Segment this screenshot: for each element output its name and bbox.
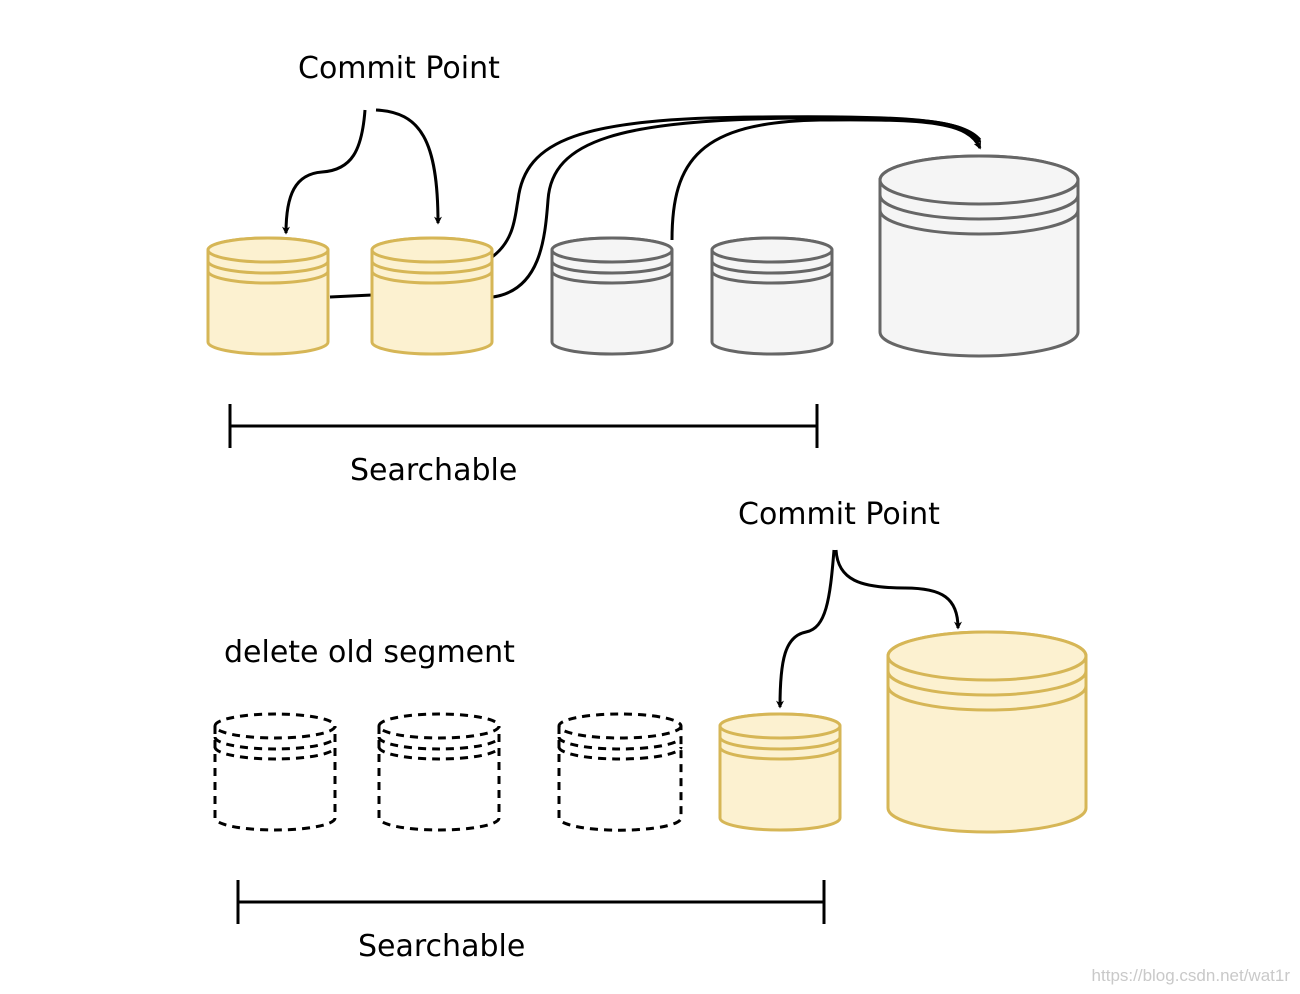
commit-arrows-top: [282, 108, 442, 235]
watermark-text: https://blog.csdn.net/wat1r: [1092, 966, 1291, 985]
commit-point-bottom-label: Commit Point: [738, 497, 940, 532]
commit-arrow-to-new-seg: [776, 549, 836, 709]
searchable-bracket-top: [228, 404, 819, 448]
segment-cylinder-uncommitted: [550, 236, 674, 356]
merge-connectors: [329, 115, 982, 299]
connector-seg1-seg2: [329, 293, 373, 299]
segment-cylinder-uncommitted: [710, 236, 834, 356]
commit-arrow-to-merged-seg: [834, 549, 962, 630]
deleted-segment-cylinder: [377, 712, 501, 832]
commit-arrows-bottom: [776, 549, 962, 709]
segment-cylinder-committed: [206, 236, 330, 356]
searchable-bracket-bottom: [236, 880, 826, 924]
deleted-segment-cylinder: [557, 712, 683, 832]
searchable-bottom-label: Searchable: [358, 929, 525, 964]
commit-point-top-label: Commit Point: [298, 51, 500, 86]
commit-arrow-to-seg1: [282, 109, 367, 235]
segment-cylinder-committed: [370, 236, 494, 356]
merged-segment-cylinder-committed: [886, 630, 1088, 834]
merged-segment-cylinder-uncommitted: [878, 154, 1080, 358]
searchable-top-label: Searchable: [350, 453, 517, 488]
commit-arrow-to-seg2: [375, 108, 442, 225]
connector-seg4-to-merged: [670, 118, 982, 241]
deleted-segment-cylinder: [213, 712, 337, 832]
new-segment-cylinder-committed: [718, 712, 842, 832]
connector-seg2b-to-merged: [492, 116, 982, 299]
delete-old-segment-label: delete old segment: [224, 635, 515, 670]
